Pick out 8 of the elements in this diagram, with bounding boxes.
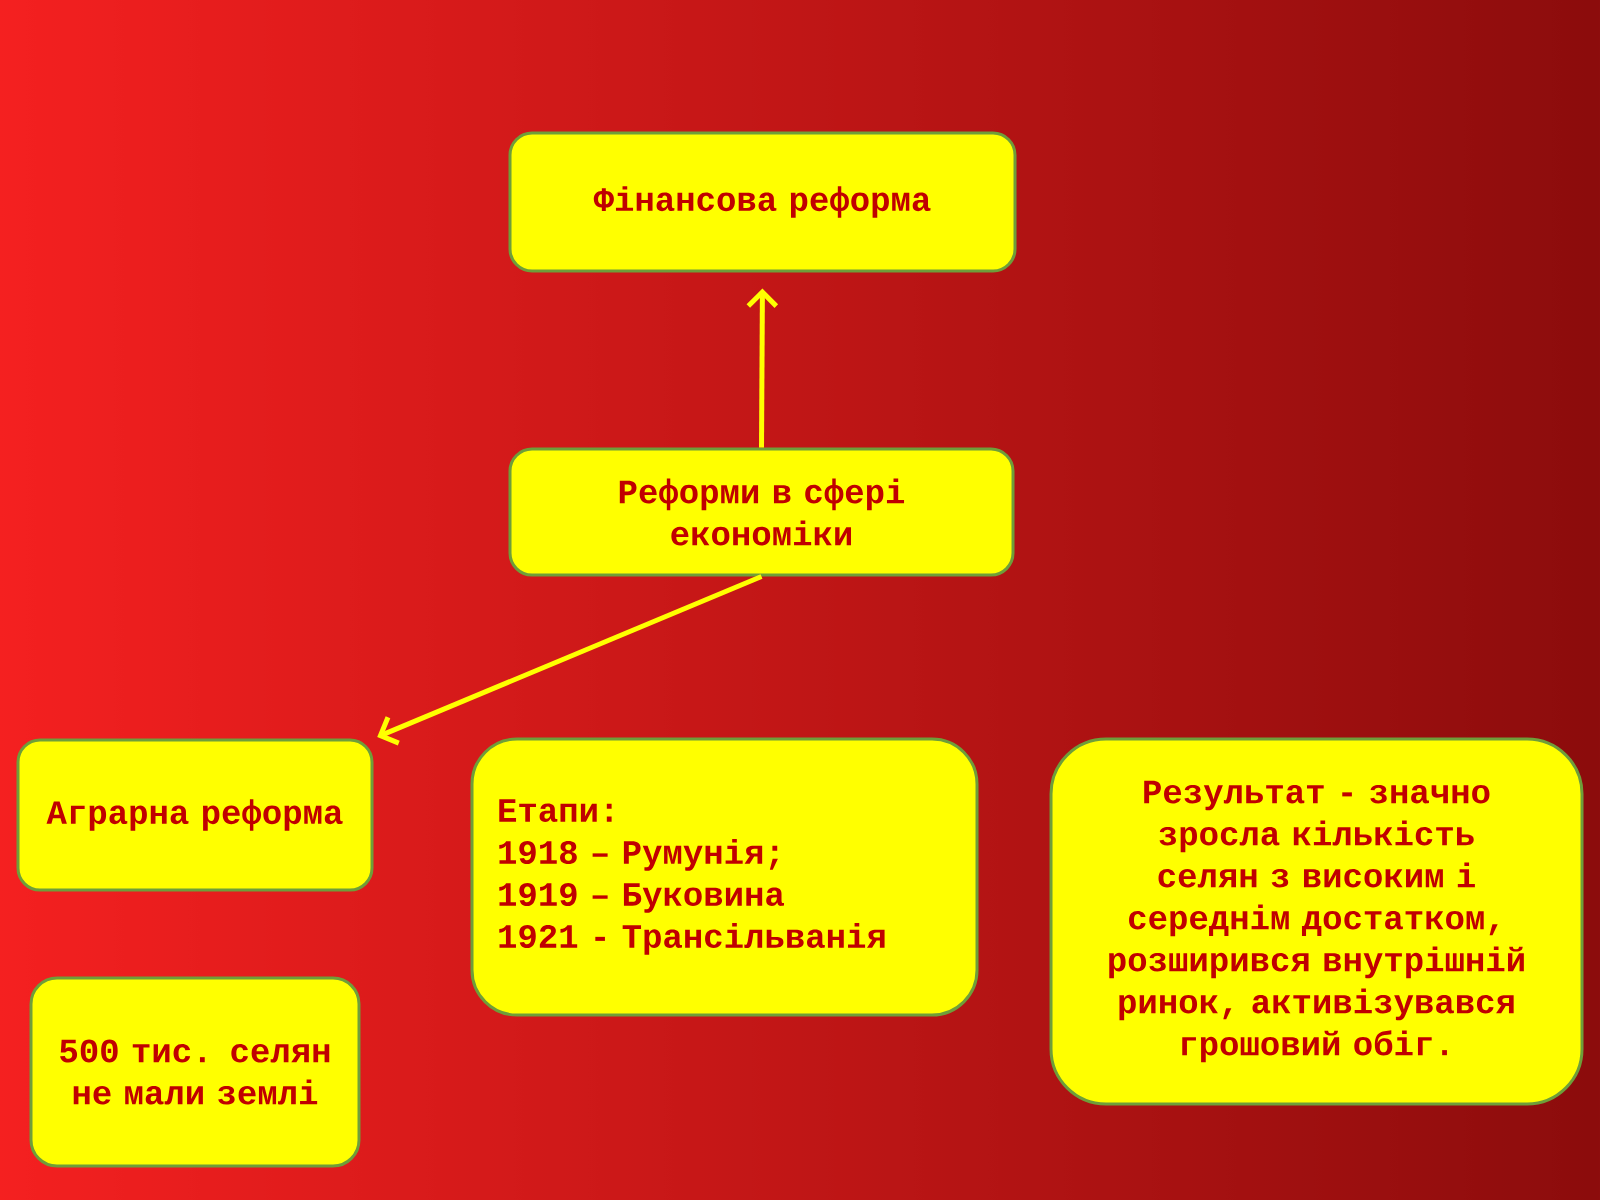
rounded-box: Аграрна реформа xyxy=(16,738,374,892)
rounded-box: Етапи: 1918 – Румунія; 1919 – Буковина 1921 - Трансільванія xyxy=(470,737,979,1017)
rounded-box: Результат - значно зросла кількість селян з високим і середнім достатком, розширився внутрішній ринок, активізувався грошовий обіг. xyxy=(1049,737,1584,1106)
arrow xyxy=(746,288,779,448)
arrow xyxy=(377,574,763,746)
rounded-box: Фінансова реформа xyxy=(508,131,1017,273)
rounded-box: 500 тис. селян не мали землі xyxy=(29,976,361,1168)
rounded-box: Реформи в сфері економіки xyxy=(508,447,1015,577)
